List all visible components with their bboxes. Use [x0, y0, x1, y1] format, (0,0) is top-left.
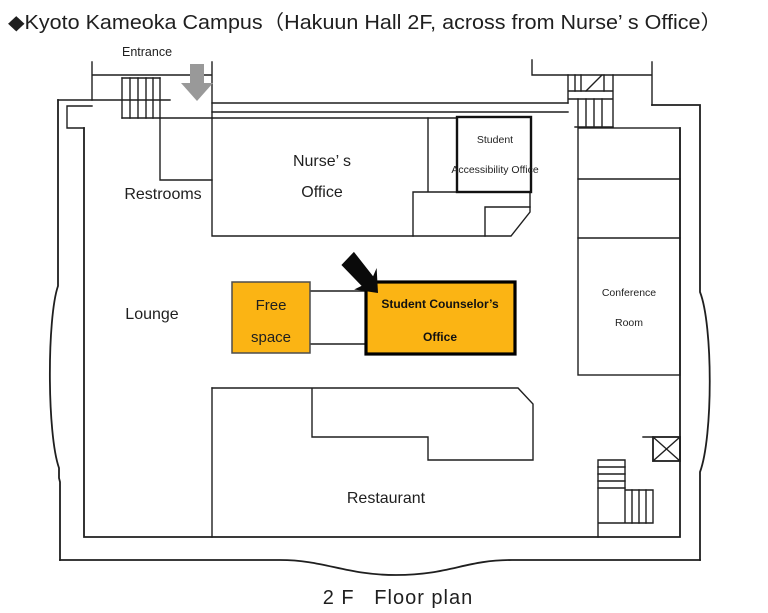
conference-room-box [577, 127, 681, 376]
nurses-office-label-line2: Office [301, 184, 343, 201]
page-title: ◆Kyoto Kameoka Campus（Hakuun Hall 2F, ac… [8, 11, 722, 34]
accessibility-office-box [455, 115, 533, 194]
lounge-label: Lounge [125, 306, 178, 323]
floor-plan-caption: 2 F Floor plan [323, 587, 474, 609]
top-walls [57, 59, 653, 119]
free-space-room [231, 281, 311, 354]
outer-wall [48, 99, 711, 576]
free-space-label-line2: space [251, 329, 291, 346]
restrooms-wall [159, 117, 213, 181]
conference-room-label-line2: Room [615, 317, 643, 329]
entrance-stairs [121, 77, 213, 119]
location-arrow-icon [341, 251, 378, 293]
entrance-label: Entrance [122, 45, 172, 59]
counselor-office-label-line1: Student Counselor’s [381, 297, 499, 311]
restaurant-walls [211, 387, 534, 538]
nurses-office-label-line1: Nurse’ s [293, 153, 351, 170]
conference-room-label-line1: Conference [602, 287, 656, 299]
upper-right-stairs [567, 74, 614, 128]
corridor-lines [309, 290, 367, 345]
accessibility-office-label-line1: Student [477, 134, 513, 146]
counselor-office-room [364, 280, 517, 356]
accessibility-office-label-line2: Accessibility Office [451, 164, 538, 176]
entrance-arrow-icon [181, 64, 213, 101]
restaurant-label: Restaurant [347, 490, 426, 507]
lower-right-stairs [597, 459, 654, 538]
free-space-label-line1: Free [256, 297, 287, 314]
elevator-box [642, 436, 681, 462]
restrooms-label: Restrooms [124, 186, 201, 203]
counselor-office-label-line2: Office [423, 330, 457, 344]
